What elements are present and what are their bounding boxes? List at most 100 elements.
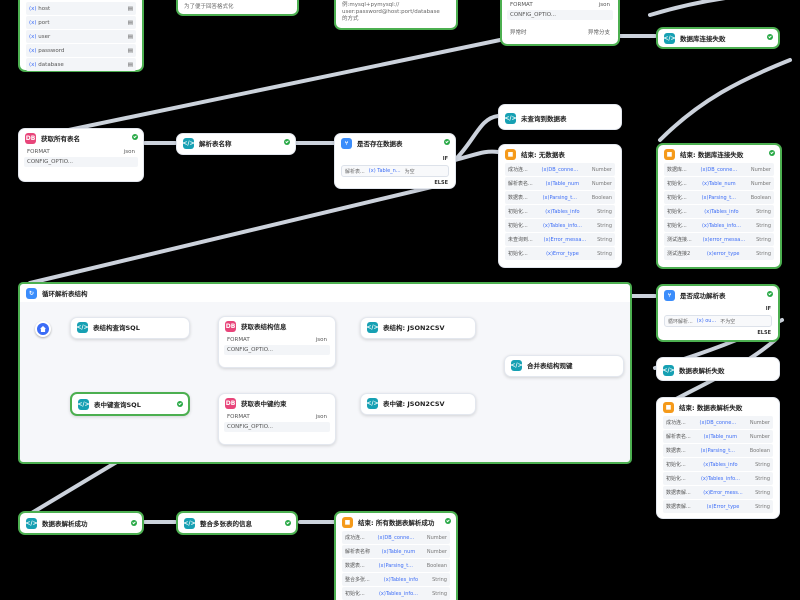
code-icon: </> <box>663 32 676 44</box>
has-data-node[interactable]: ⑂是否存在数据表 IF 解析表...(x) Table_n...为空 ELSE <box>334 133 456 189</box>
query-schema-sql-node[interactable]: </>表结构查询SQL <box>70 317 190 339</box>
parse-success-node[interactable]: </>数据表解析成功 <box>18 511 144 535</box>
end-all-ok-node[interactable]: ■结束: 所有数据表解析成功 成功连...(x)DB_conne...Numbe… <box>334 511 458 600</box>
output-row: 数据表解...(x)Error_mess...String <box>663 486 773 499</box>
output-row: 初始化...(x)Tables_info...String <box>342 587 450 600</box>
config-row: CONFIG_OPTIO... <box>224 422 330 432</box>
success-check-icon <box>285 520 291 526</box>
success-check-icon <box>769 150 775 156</box>
database-icon: DB <box>225 320 236 332</box>
output-row: 成功连...(x)DB_conne...Number <box>342 531 450 544</box>
else-label: ELSE <box>757 330 771 336</box>
success-check-icon <box>132 134 138 140</box>
start-params-node[interactable]: (x) host▤ (x) port▤ (x) user▤ (x) passwo… <box>18 0 144 72</box>
config-row: CONFIG_OPTIO... <box>224 345 330 355</box>
edge <box>33 38 502 139</box>
param-row: (x) port▤ <box>26 16 136 29</box>
branch-icon: ⑂ <box>341 137 352 149</box>
end-icon: ■ <box>664 148 675 160</box>
edge <box>23 458 122 519</box>
database-icon: DB <box>225 397 236 409</box>
param-row: (x) password▤ <box>26 44 136 57</box>
if-label: IF <box>442 156 448 162</box>
integrate-info-node[interactable]: </>整合多张表的信息 <box>176 511 298 535</box>
output-row: 数据表...(x)Parsing_t...Boolean <box>342 559 450 572</box>
output-row: 数据表...(x)Parsing_t...Boolean <box>663 444 773 457</box>
output-row: 测试连接...(x)error_messa...String <box>664 233 774 246</box>
condition-row[interactable]: 解析表...(x) Table_n...为空 <box>341 165 449 177</box>
end-parse-fail-node[interactable]: ■结束: 数据表解析失败 成功连...(x)DB_conne...Number … <box>656 397 780 519</box>
output-row: 成功连...(x)DB_conne...Number <box>505 163 615 176</box>
output-row: 初始化...(x)Tables_info...String <box>663 472 773 485</box>
uri-line: 例:mysql+pymysql:// <box>342 2 400 8</box>
success-check-icon <box>445 518 451 524</box>
branch-icon: ⑂ <box>664 289 675 301</box>
parse-ok-node[interactable]: ⑂是否成功解析表 IF 循环解析...(x) ou...不为空 ELSE <box>656 284 780 342</box>
output-row: 数据表...(x)Parsing_t...Boolean <box>505 191 615 204</box>
fk-json2csv-node[interactable]: </>表中键: JSON2CSV <box>360 393 476 415</box>
end-icon: ■ <box>505 148 516 160</box>
success-check-icon <box>767 291 773 297</box>
code-icon: </> <box>77 398 90 410</box>
parse-names-node[interactable]: </>解析表名称 <box>176 133 296 155</box>
db-conn-fail-branch-node[interactable]: </>数据库连接失败 <box>656 27 780 49</box>
code-icon: </> <box>662 364 675 376</box>
code-icon: </> <box>366 397 379 409</box>
edge <box>648 0 726 17</box>
code-icon: </> <box>510 359 523 371</box>
schema-json2csv-node[interactable]: </>表结构: JSON2CSV <box>360 317 476 339</box>
edge <box>28 183 442 285</box>
no-tables-node[interactable]: </>未查询到数据表 <box>498 104 622 130</box>
output-row: 数据库...(x)DB_conne...Number <box>664 163 774 176</box>
output-row: 成功连...(x)DB_conne...Number <box>663 416 773 429</box>
code-icon: </> <box>183 517 196 529</box>
output-row: 初始化...(x)Parsing_t...Boolean <box>664 191 774 204</box>
end-icon: ■ <box>342 516 353 528</box>
success-check-icon <box>444 139 450 145</box>
success-check-icon <box>284 139 290 145</box>
uri-line: 的方式 <box>342 16 359 22</box>
code-icon: </> <box>504 112 517 124</box>
code-icon: </> <box>366 321 379 333</box>
exception-row: 异常时异常分支 <box>510 30 610 36</box>
end-icon: ■ <box>663 401 674 413</box>
desc-text: 为了便于回答格式化 <box>184 4 234 10</box>
loop-start-icon[interactable] <box>35 321 51 337</box>
param-row: (x) user▤ <box>26 30 136 43</box>
if-label: IF <box>765 306 771 312</box>
merge-schema-node[interactable]: </>合并表结构观键 <box>504 355 624 377</box>
parse-fail-node[interactable]: </>数据表解析失败 <box>656 357 780 381</box>
database-icon: DB <box>25 132 36 144</box>
output-row: 初始化...(x)Tables_info...String <box>505 219 615 232</box>
condition-row[interactable]: 循环解析...(x) ou...不为空 <box>664 315 772 327</box>
uri-node[interactable]: 例:mysql+pymysql:// user:password@host:po… <box>334 0 458 30</box>
end-conn-fail-node[interactable]: ■结束: 数据库连接失败 数据库...(x)DB_conne...Number … <box>656 143 782 269</box>
else-label: ELSE <box>434 180 448 186</box>
output-row: 未查询到...(x)Error_messa...String <box>505 233 615 246</box>
end-no-tables-node[interactable]: ■结束: 无数据表 成功连...(x)DB_conne...Number 解析表… <box>498 144 622 268</box>
fk-query-sql-node[interactable]: </>表中键查询SQL <box>70 392 190 416</box>
desc-node[interactable]: 为了便于回答格式化 <box>176 0 299 16</box>
loop-icon: ↻ <box>26 287 37 299</box>
uri-line: user:password@host:port/database <box>342 9 440 15</box>
output-row: 初始化...(x)Tables_info...String <box>664 219 774 232</box>
